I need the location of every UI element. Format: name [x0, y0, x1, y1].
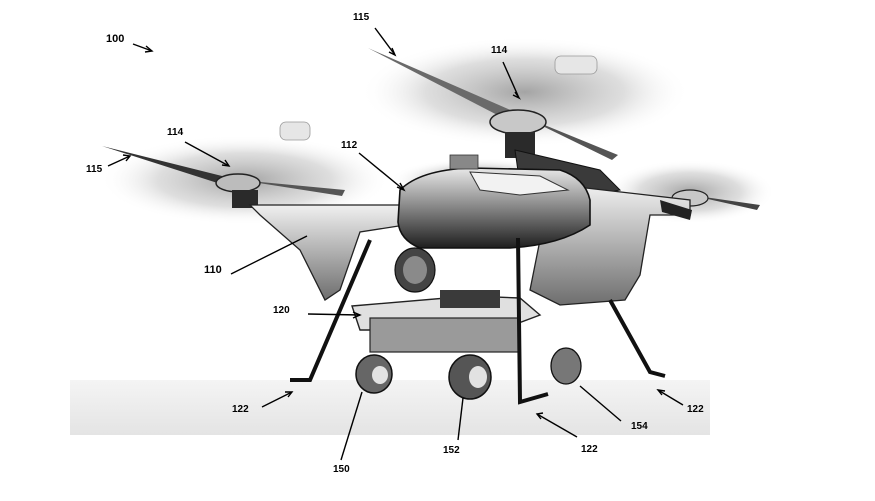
wheel-150-hub	[372, 366, 388, 384]
ref-label-122-right: 122	[687, 404, 704, 415]
ref-label-114-right: 114	[491, 45, 508, 56]
ref-label-100: 100	[106, 33, 125, 45]
body-top-vent	[449, 154, 479, 170]
leader-lines	[107, 27, 684, 461]
body-canopy	[469, 171, 570, 196]
propeller-blade	[240, 180, 345, 196]
ref-label-122-left: 122	[232, 404, 249, 415]
ref-label-120: 120	[273, 305, 290, 316]
landing-leg-right	[608, 299, 666, 378]
payload-body	[369, 317, 521, 353]
wheel-154	[550, 347, 582, 385]
landing-leg-left	[290, 239, 372, 382]
rotor-highlight	[554, 55, 598, 75]
ref-label-115-left: 115	[86, 164, 103, 175]
ref-label-115-top: 115	[353, 12, 370, 23]
landing-leg-center	[516, 237, 549, 405]
propeller-blade	[102, 146, 238, 187]
ref-label-112: 112	[341, 140, 358, 151]
ref-label-114-left: 114	[167, 127, 184, 138]
propeller-blade	[368, 48, 515, 120]
rotor-blur-back	[360, 37, 690, 147]
fan-duct-inner	[403, 256, 427, 284]
motor-housing	[232, 190, 258, 208]
ref-label-122-bottom: 122	[581, 444, 598, 455]
motor	[489, 109, 547, 135]
ref-label-154: 154	[631, 421, 648, 432]
wheel-152-hub	[469, 366, 487, 388]
ref-label-152: 152	[443, 445, 460, 456]
ground-shadow	[70, 380, 710, 435]
ref-label-150: 150	[333, 464, 350, 475]
motor	[215, 173, 261, 193]
rotor-highlight	[279, 121, 311, 141]
ref-label-110: 110	[204, 264, 222, 276]
arm-right-dark	[660, 200, 692, 220]
payload-block	[440, 290, 500, 308]
